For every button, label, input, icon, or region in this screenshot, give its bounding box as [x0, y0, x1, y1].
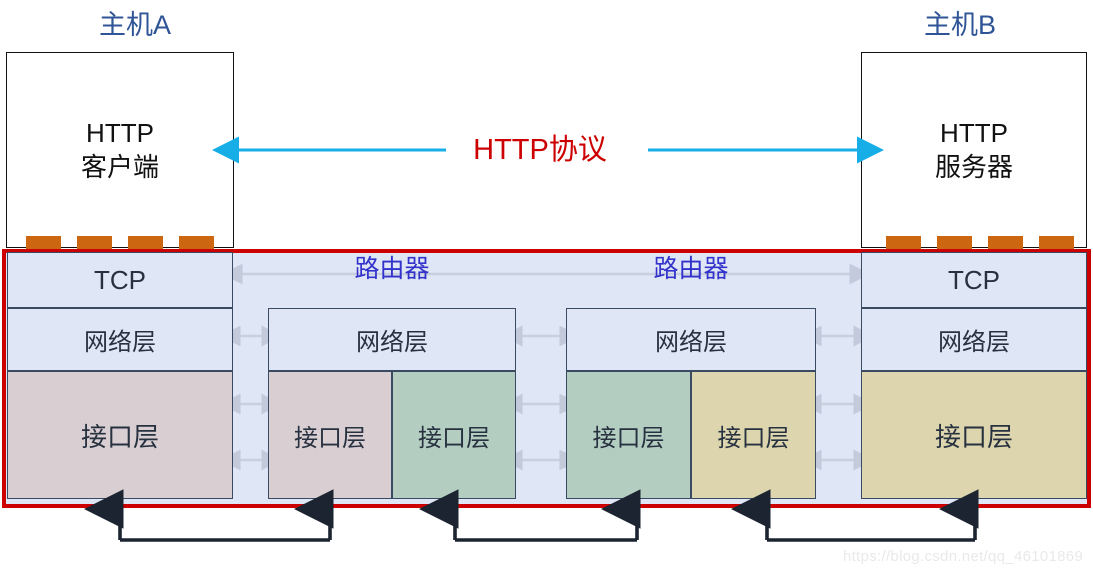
- host-a-layer-tcp-label: TCP: [94, 264, 146, 295]
- host-b-connector-tab-4: [1039, 236, 1074, 251]
- physical-link-brackets: [84, 489, 979, 542]
- host-a-connector-tab-2: [77, 236, 112, 251]
- router-1-layer-network: 网络层: [268, 308, 516, 371]
- host-a-layer-interface-label: 接口层: [80, 421, 159, 452]
- host-b-application-box: HTTP 服务器: [861, 52, 1087, 248]
- host-b-layer-tcp-label: TCP: [948, 264, 1000, 295]
- host-b-layer-network-label: 网络层: [938, 329, 1010, 356]
- watermark: https://blog.csdn.net/qq_46101869: [843, 548, 1084, 565]
- host-a-app-line2: 客户端: [80, 152, 159, 182]
- host-b-connector-tab-2: [937, 236, 972, 251]
- host-a-layer-interface: 接口层: [7, 371, 233, 499]
- host-b-connector-tab-3: [988, 236, 1023, 251]
- host-b-app-line1: HTTP: [940, 117, 1008, 148]
- host-a-app-text: HTTP 客户端: [81, 116, 159, 185]
- host-a-app-line1: HTTP: [86, 117, 154, 148]
- host-b-connector-tab-1: [886, 236, 921, 251]
- host-a-connector-tab-3: [128, 236, 163, 251]
- host-b-layer-tcp: TCP: [861, 252, 1087, 308]
- host-b-layer-network: 网络层: [861, 308, 1087, 371]
- router-2-label: 路由器: [653, 255, 729, 283]
- host-a-layer-network-label: 网络层: [84, 329, 156, 356]
- host-b-layer-interface-label: 接口层: [934, 421, 1013, 452]
- router-2-layer-network-label: 网络层: [655, 329, 727, 356]
- host-b-title: 主机B: [923, 10, 996, 40]
- router-1-interface-left: 接口层: [268, 371, 392, 499]
- http-protocol-arrow: [212, 136, 884, 164]
- router-2-interface-left-label: 接口层: [592, 424, 665, 452]
- router-1-interface-left-label: 接口层: [294, 424, 366, 452]
- host-b-app-text: HTTP 服务器: [935, 116, 1013, 185]
- router-1-layer-network-label: 网络层: [356, 329, 428, 356]
- router-2-interface-right: 接口层: [691, 371, 816, 499]
- host-b-layer-interface: 接口层: [861, 371, 1087, 499]
- router-1-interface-right-label: 接口层: [418, 424, 490, 452]
- router-1-label: 路由器: [354, 255, 430, 283]
- host-a-title: 主机A: [98, 10, 171, 40]
- peer-layer-arrows: [219, 263, 875, 471]
- host-b-app-line2: 服务器: [934, 152, 1013, 182]
- router-2-interface-right-label: 接口层: [717, 424, 790, 452]
- router-2-layer-network: 网络层: [566, 308, 816, 371]
- router-2-interface-left: 接口层: [566, 371, 691, 499]
- host-a-layer-tcp: TCP: [7, 252, 233, 308]
- host-a-connector-tab-1: [26, 236, 61, 251]
- http-protocol-label: HTTP协议: [473, 134, 607, 166]
- host-a-application-box: HTTP 客户端: [6, 52, 234, 248]
- host-a-layer-network: 网络层: [7, 308, 233, 371]
- host-a-connector-tab-4: [179, 236, 214, 251]
- router-1-interface-right: 接口层: [392, 371, 516, 499]
